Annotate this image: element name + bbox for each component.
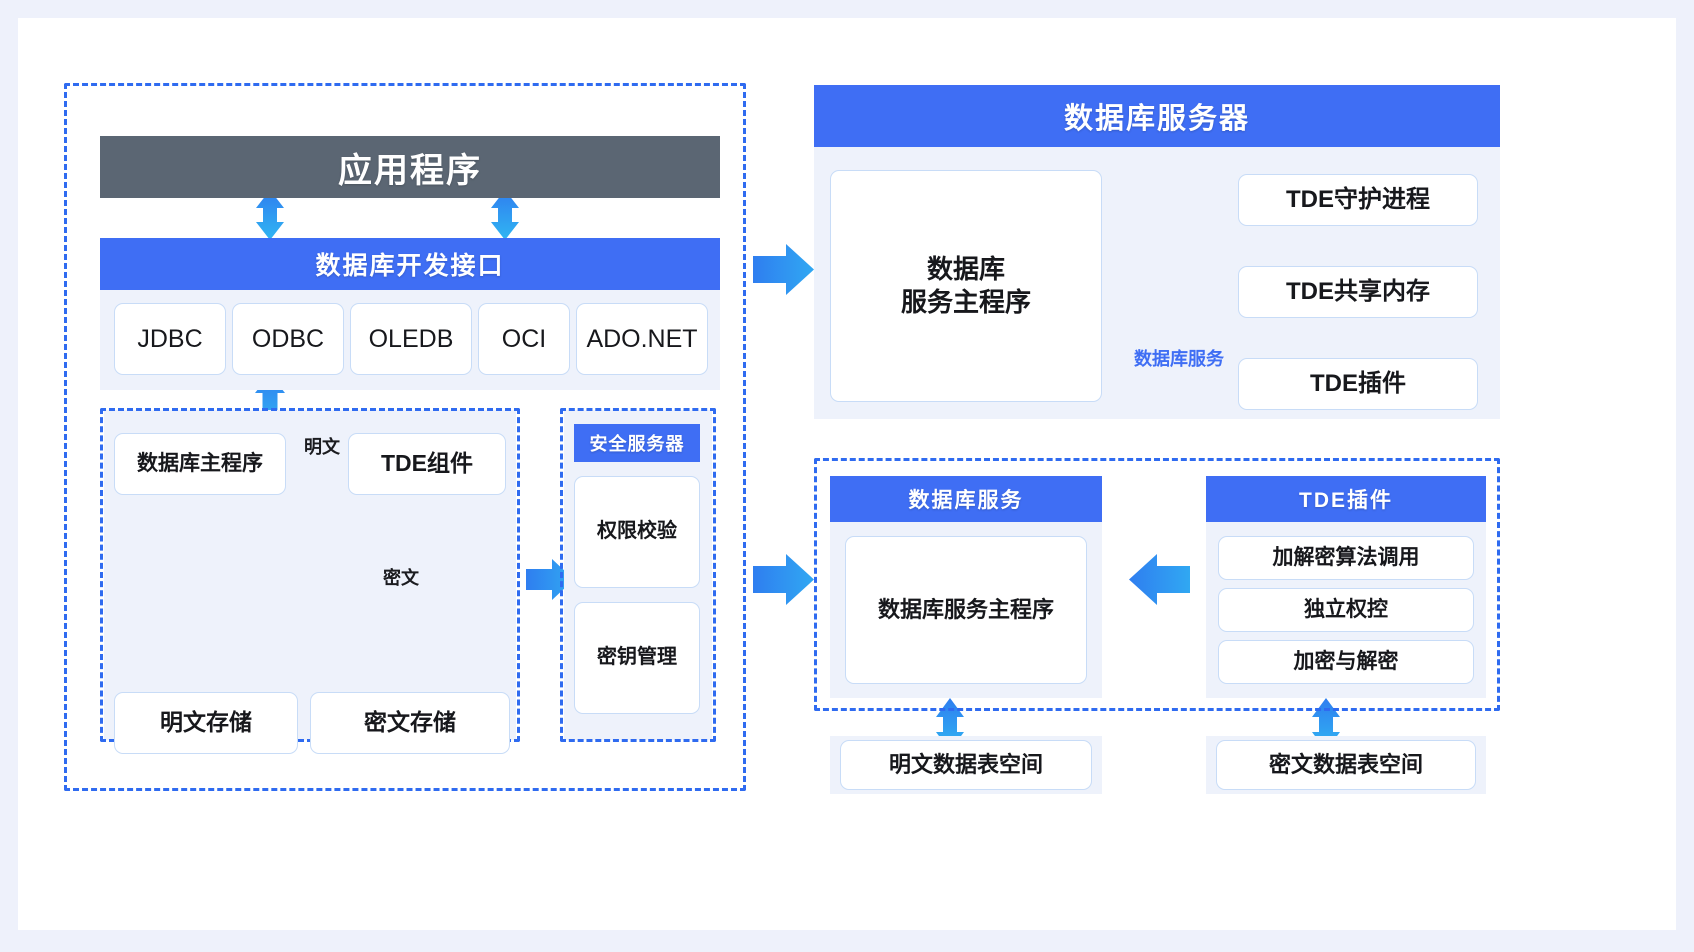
tde-plugin-top-label: TDE插件 xyxy=(1310,369,1406,397)
application-bar-label: 应用程序 xyxy=(338,151,482,190)
connector-adonet[interactable]: ADO.NET xyxy=(576,303,708,375)
db-service-link-label-text: 数据库服务 xyxy=(1134,349,1224,369)
diagram-canvas: 应用程序 数据库开发接口 JDBC ODBC OLEDB OCI ADO.NET… xyxy=(18,18,1676,930)
plaintext-tablespace-label: 明文数据表空间 xyxy=(888,751,1043,777)
tde-plugin-item-algorithm[interactable]: 加解密算法调用 xyxy=(1218,536,1474,580)
tde-plugin-item-crypto[interactable]: 加密与解密 xyxy=(1218,640,1474,684)
connector-odbc[interactable]: ODBC xyxy=(232,303,344,375)
security-item-permission[interactable]: 权限校验 xyxy=(574,476,700,588)
db-server-header: 数据库服务器 xyxy=(814,85,1500,147)
connector-oledb-label: OLEDB xyxy=(368,325,454,353)
tde-plugin-header-label: TDE插件 xyxy=(1299,489,1393,512)
connector-adonet-label: ADO.NET xyxy=(586,325,698,353)
tde-component-label: TDE组件 xyxy=(381,450,473,477)
connector-jdbc[interactable]: JDBC xyxy=(114,303,226,375)
db-server-main-service-line1: 数据库 xyxy=(926,253,1005,284)
ciphertext-tablespace[interactable]: 密文数据表空间 xyxy=(1216,740,1476,790)
connector-oci-label: OCI xyxy=(501,325,547,353)
security-server-header: 安全服务器 xyxy=(574,424,700,462)
tde-plugin-item-access-label: 独立权控 xyxy=(1304,597,1388,621)
tde-shared-memory-label: TDE共享内存 xyxy=(1286,277,1430,305)
tde-plugin-top[interactable]: TDE插件 xyxy=(1238,358,1478,410)
db-service-header: 数据库服务 xyxy=(830,476,1102,522)
region-arrow-bottom xyxy=(753,554,814,605)
db-service-main-program[interactable]: 数据库服务主程序 xyxy=(845,536,1087,684)
plaintext-storage[interactable]: 明文存储 xyxy=(114,692,298,754)
database-main-program[interactable]: 数据库主程序 xyxy=(114,433,286,495)
tde-plugin-item-algorithm-label: 加解密算法调用 xyxy=(1272,545,1420,569)
ciphertext-label: 密文 xyxy=(380,564,422,590)
client-region xyxy=(64,83,746,791)
application-bar: 应用程序 xyxy=(100,136,720,198)
connector-oci[interactable]: OCI xyxy=(478,303,570,375)
tde-plugin-item-access[interactable]: 独立权控 xyxy=(1218,588,1474,632)
service-region xyxy=(814,458,1500,711)
ciphertext-tablespace-label: 密文数据表空间 xyxy=(1268,751,1423,777)
security-item-permission-label: 权限校验 xyxy=(597,520,677,543)
db-server-header-label: 数据库服务器 xyxy=(1063,103,1250,135)
api-bar-label: 数据库开发接口 xyxy=(315,252,505,280)
security-item-key[interactable]: 密钥管理 xyxy=(574,602,700,714)
plaintext-label-text: 明文 xyxy=(304,437,340,457)
connector-oledb[interactable]: OLEDB xyxy=(350,303,472,375)
db-service-main-program-label: 数据库服务主程序 xyxy=(877,596,1054,622)
database-main-program-label: 数据库主程序 xyxy=(137,451,263,475)
ciphertext-storage-label: 密文存储 xyxy=(364,709,456,736)
connector-odbc-label: ODBC xyxy=(251,325,325,353)
tde-daemon[interactable]: TDE守护进程 xyxy=(1238,174,1478,226)
plaintext-tablespace[interactable]: 明文数据表空间 xyxy=(840,740,1092,790)
ciphertext-storage[interactable]: 密文存储 xyxy=(310,692,510,754)
tde-plugin-item-crypto-label: 加密与解密 xyxy=(1293,649,1399,673)
security-server-region xyxy=(560,408,716,742)
tde-daemon-label: TDE守护进程 xyxy=(1286,185,1430,213)
db-service-link-label: 数据库服务 xyxy=(1134,345,1224,371)
tde-component[interactable]: TDE组件 xyxy=(348,433,506,495)
region-arrow-top xyxy=(753,244,814,295)
db-server-main-service-line2: 服务主程序 xyxy=(900,287,1031,317)
security-server-header-label: 安全服务器 xyxy=(589,434,685,454)
security-item-key-label: 密钥管理 xyxy=(597,646,677,669)
plaintext-storage-label: 明文存储 xyxy=(160,709,252,736)
ciphertext-label-text: 密文 xyxy=(383,568,419,588)
api-bar: 数据库开发接口 xyxy=(100,238,720,290)
tde-plugin-header: TDE插件 xyxy=(1206,476,1486,522)
db-service-header-label: 数据库服务 xyxy=(908,489,1024,512)
connector-jdbc-label: JDBC xyxy=(137,325,203,353)
tde-shared-memory[interactable]: TDE共享内存 xyxy=(1238,266,1478,318)
plaintext-label: 明文 xyxy=(301,433,343,459)
db-server-main-service[interactable]: 数据库 服务主程序 xyxy=(830,170,1102,402)
